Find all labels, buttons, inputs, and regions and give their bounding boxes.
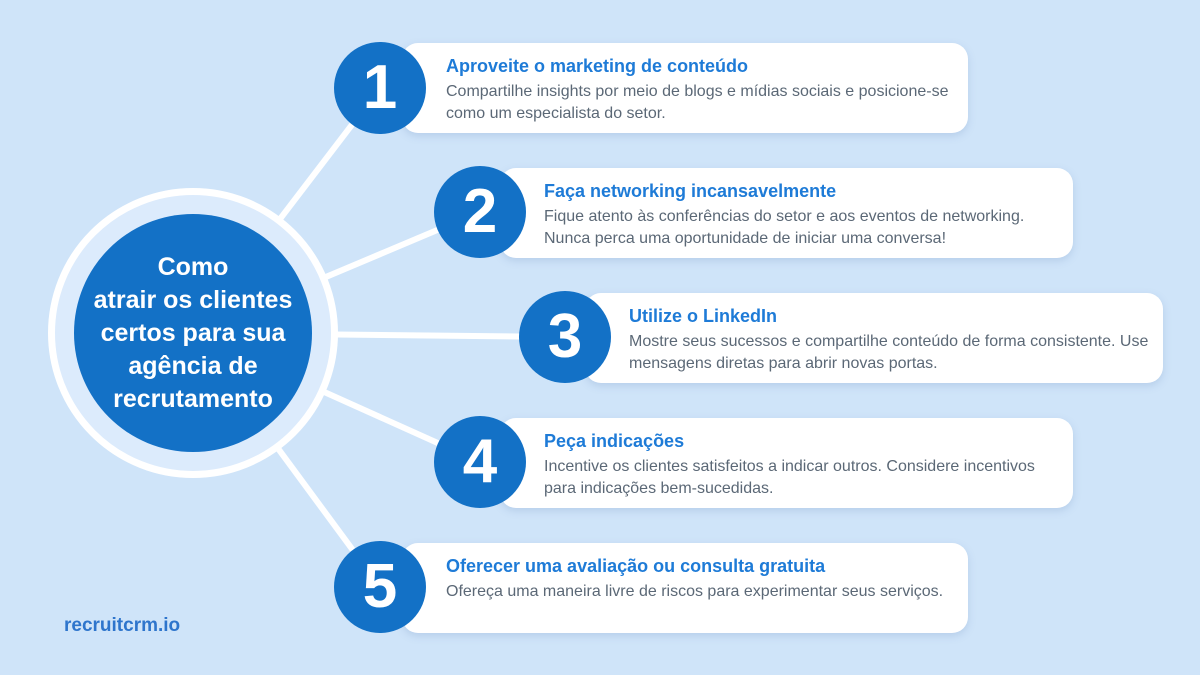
step-number: 3 [547, 302, 583, 371]
center-title-line: certos para sua [100, 318, 286, 347]
step-number: 4 [462, 427, 498, 496]
center-title-line: Como [157, 252, 229, 281]
step-title: Oferecer uma avaliação ou consulta gratu… [446, 556, 826, 576]
step-card-5: Oferecer uma avaliação ou consulta gratu… [402, 543, 968, 633]
center-title: Como atrair os clientes certos para sua … [94, 251, 293, 416]
step-title: Utilize o LinkedIn [629, 306, 778, 326]
center-title-line: atrair os clientes [93, 285, 293, 314]
brand-logo: recruitcrm.io [64, 615, 181, 636]
step-number-circle-2: 2 [434, 166, 526, 258]
step-description: Fique atento às conferências do setor e … [544, 208, 1025, 247]
step-number-circle-4: 4 [434, 416, 526, 508]
step-number-circle-3: 3 [519, 291, 611, 383]
center-title-line: recrutamento [113, 384, 273, 413]
step-number: 1 [362, 53, 398, 122]
step-number-circle-1: 1 [334, 42, 426, 134]
step-description: Compartilhe insights por meio de blogs e… [446, 83, 949, 122]
step-number: 5 [362, 552, 398, 621]
step-description: Mostre seus sucessos e compartilhe conte… [629, 333, 1149, 372]
step-card-3: Utilize o LinkedIn Mostre seus sucessos … [585, 293, 1163, 383]
step-number: 2 [462, 177, 498, 246]
step-card-2: Faça networking incansavelmente Fique at… [500, 168, 1073, 258]
step-title: Faça networking incansavelmente [544, 181, 837, 201]
step-title: Peça indicações [544, 431, 685, 451]
step-description: Ofereça uma maneira livre de riscos para… [446, 583, 944, 600]
step-card-1: Aproveite o marketing de conteúdo Compar… [402, 43, 968, 133]
step-card-4: Peça indicações Incentive os clientes sa… [500, 418, 1073, 508]
center-title-line: agência de [128, 351, 258, 380]
step-description: Incentive os clientes satisfeitos a indi… [544, 458, 1035, 497]
center-circle: Como atrair os clientes certos para sua … [74, 214, 312, 452]
step-number-circle-5: 5 [334, 541, 426, 633]
step-title: Aproveite o marketing de conteúdo [446, 56, 749, 76]
